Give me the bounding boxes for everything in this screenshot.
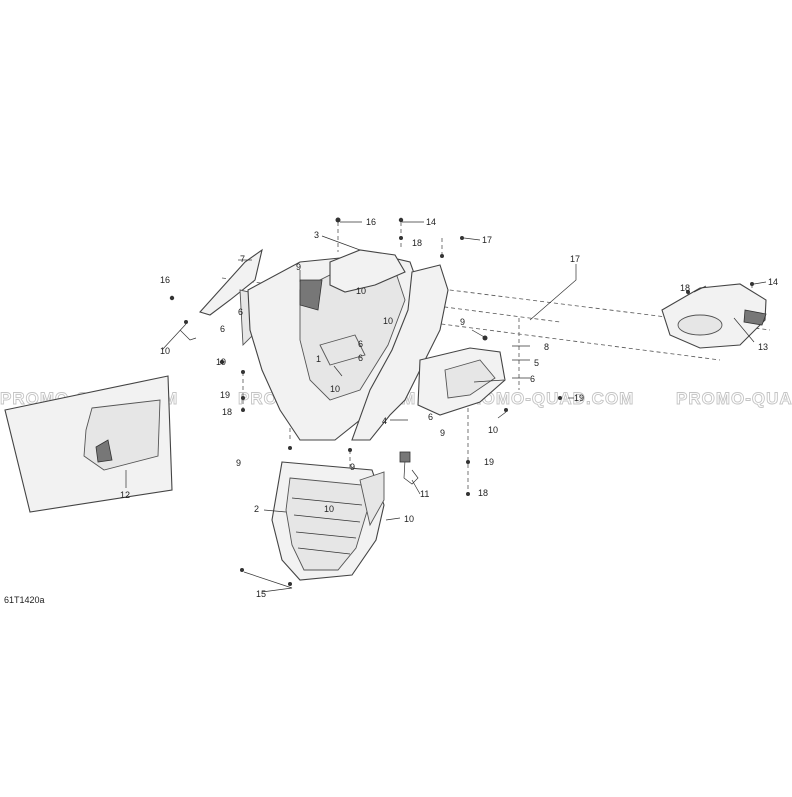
callout-9: 9 [296,262,301,272]
callout-12: 12 [120,490,130,500]
callout-4: 4 [382,416,387,426]
callout-9: 9 [440,428,445,438]
callout-13: 13 [758,342,768,352]
watermark-text: PROMO-QUAD.COM [456,389,634,408]
callout-19: 19 [220,390,230,400]
callout-16: 16 [160,275,170,285]
callout-10: 10 [383,316,393,326]
callout-10: 10 [488,425,498,435]
callout-14: 14 [426,217,436,227]
callout-18: 18 [222,407,232,417]
callout-8: 8 [544,342,549,352]
callout-6: 6 [428,412,433,422]
callout-6: 6 [530,374,535,384]
fasteners [169,217,754,586]
callout-1: 1 [316,354,321,364]
wire-harness-11 [399,451,419,485]
callout-7: 7 [240,254,245,264]
callout-10: 10 [330,384,340,394]
callout-2: 2 [254,504,259,514]
callout-labels: 1 2 3 4 5 6 6 6 6 6 6 7 8 9 9 9 9 9 10 1… [120,217,778,599]
callout-10: 10 [324,504,334,514]
callout-17: 17 [482,235,492,245]
callout-6: 6 [238,307,243,317]
callout-9: 9 [350,462,355,472]
callout-17: 17 [570,254,580,264]
callout-5: 5 [534,358,539,368]
leader-lines [125,221,767,593]
front-grille-2 [271,461,385,581]
decal-panel-12 [4,375,173,513]
callout-10: 10 [160,346,170,356]
front-fascia-1 [247,254,421,441]
callout-9: 9 [236,458,241,468]
callout-6: 6 [358,353,363,363]
side-panel-5 [351,264,506,441]
headlight-housing-13 [661,283,767,349]
callout-16: 16 [366,217,376,227]
callout-9: 9 [460,317,465,327]
callout-11: 11 [420,489,429,499]
callout-10: 10 [404,514,414,524]
watermark-text: PROMO-QUAD [676,389,792,408]
callout-6: 6 [358,339,363,349]
callout-18: 18 [412,238,422,248]
callout-19: 19 [574,393,584,403]
callout-15: 15 [256,589,266,599]
callout-19: 19 [484,457,494,467]
callout-6: 6 [220,324,225,334]
callout-14: 14 [768,277,778,287]
callout-19: 19 [216,357,226,367]
callout-3: 3 [314,230,319,240]
callout-10: 10 [356,286,366,296]
upper-cowl-3 [329,249,406,293]
callout-18: 18 [680,283,690,293]
callout-18: 18 [478,488,488,498]
figure-code: 61T1420a [4,595,45,605]
